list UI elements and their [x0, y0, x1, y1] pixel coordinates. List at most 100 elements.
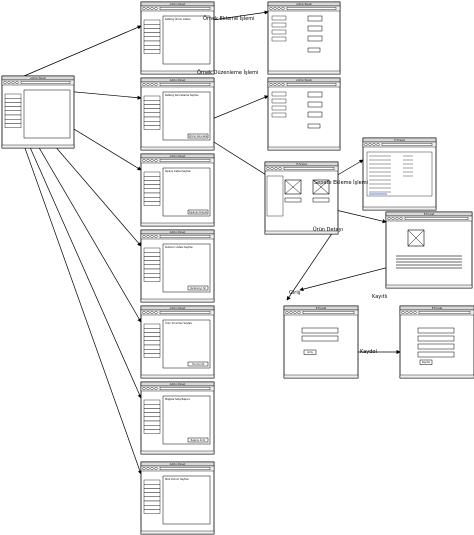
form-field[interactable]	[307, 25, 323, 32]
nav-icon[interactable]	[293, 311, 297, 315]
sidebar-item[interactable]	[143, 28, 161, 33]
nav-icon[interactable]	[146, 82, 150, 86]
sidebar-item[interactable]	[143, 19, 161, 25]
input-field[interactable]	[417, 327, 455, 334]
scrollbar[interactable]	[385, 284, 473, 289]
scrollbar[interactable]	[264, 230, 339, 235]
scrollbar[interactable]	[140, 530, 215, 535]
sidebar-item[interactable]	[143, 125, 161, 130]
scrollbar[interactable]	[140, 70, 215, 75]
nav-icon[interactable]	[376, 142, 380, 146]
sidebar-item[interactable]	[143, 120, 161, 126]
nav-icon[interactable]	[277, 82, 281, 86]
nav-icon[interactable]	[270, 166, 274, 170]
sidebar-item[interactable]	[143, 108, 161, 113]
nav-icon[interactable]	[150, 234, 154, 238]
sidebar-item[interactable]	[4, 106, 22, 111]
sidebar-item[interactable]	[143, 353, 161, 358]
nav-icon[interactable]	[142, 467, 146, 471]
sidebar-item[interactable]	[4, 114, 22, 120]
nav-icon[interactable]	[405, 311, 409, 315]
nav-icon[interactable]	[146, 234, 150, 238]
nav-icon[interactable]	[285, 311, 289, 315]
nav-icon[interactable]	[281, 6, 285, 10]
nav-icon[interactable]	[146, 311, 150, 315]
scrollbar[interactable]	[140, 298, 215, 303]
scrollbar[interactable]	[362, 206, 437, 211]
nav-icon[interactable]	[150, 467, 154, 471]
nav-icon[interactable]	[266, 166, 270, 170]
scrollbar[interactable]	[267, 70, 341, 75]
scrollbar[interactable]	[140, 450, 215, 455]
input-field[interactable]	[301, 327, 339, 334]
nav-icon[interactable]	[274, 166, 278, 170]
action-button[interactable]	[187, 437, 209, 443]
sidebar-item[interactable]	[143, 188, 161, 194]
submit-button[interactable]	[419, 359, 433, 365]
sidebar-item[interactable]	[143, 509, 161, 514]
nav-icon[interactable]	[364, 142, 368, 146]
nav-icon[interactable]	[269, 82, 273, 86]
address-bar[interactable]	[283, 166, 335, 170]
sidebar-item[interactable]	[143, 492, 161, 498]
sidebar-item[interactable]	[143, 344, 161, 350]
address-bar[interactable]	[20, 80, 71, 84]
sidebar-item[interactable]	[143, 277, 161, 282]
scrollbar[interactable]	[140, 146, 215, 151]
sidebar-item[interactable]	[4, 118, 22, 124]
nav-icon[interactable]	[281, 82, 285, 86]
nav-icon[interactable]	[150, 387, 154, 391]
nav-icon[interactable]	[269, 6, 273, 10]
sidebar-item[interactable]	[143, 416, 161, 422]
sidebar-item[interactable]	[143, 116, 161, 122]
sidebar-item[interactable]	[143, 412, 161, 418]
nav-icon[interactable]	[154, 234, 158, 238]
sidebar-item[interactable]	[143, 336, 161, 342]
action-button[interactable]	[187, 133, 209, 139]
action-button[interactable]	[187, 285, 209, 291]
sidebar-item[interactable]	[143, 196, 161, 202]
sidebar-item[interactable]	[143, 104, 161, 109]
sidebar-item[interactable]	[143, 340, 161, 346]
address-bar[interactable]	[159, 311, 211, 315]
nav-icon[interactable]	[297, 311, 301, 315]
sidebar-item[interactable]	[143, 256, 161, 261]
sidebar-item[interactable]	[143, 273, 161, 278]
sidebar-item[interactable]	[143, 171, 161, 177]
sidebar-item[interactable]	[4, 110, 22, 116]
nav-icon[interactable]	[391, 216, 395, 220]
sidebar-item[interactable]	[143, 399, 161, 405]
sidebar-item[interactable]	[143, 112, 161, 118]
nav-icon[interactable]	[273, 6, 277, 10]
sidebar-item[interactable]	[143, 484, 161, 489]
nav-icon[interactable]	[11, 80, 15, 84]
form-field[interactable]	[307, 111, 323, 118]
address-bar[interactable]	[302, 311, 355, 315]
scrollbar[interactable]	[1, 144, 75, 149]
sidebar-item[interactable]	[143, 408, 161, 413]
sidebar-item[interactable]	[143, 500, 161, 506]
scrollbar[interactable]	[140, 222, 215, 227]
input-field[interactable]	[417, 351, 455, 358]
address-bar[interactable]	[286, 82, 337, 86]
nav-icon[interactable]	[142, 158, 146, 162]
scrollbar[interactable]	[283, 374, 359, 379]
sidebar-item[interactable]	[143, 404, 161, 409]
action-button[interactable]	[187, 209, 209, 215]
nav-icon[interactable]	[7, 80, 11, 84]
sidebar-item[interactable]	[143, 505, 161, 510]
address-bar[interactable]	[381, 142, 433, 146]
nav-icon[interactable]	[368, 142, 372, 146]
nav-icon[interactable]	[150, 158, 154, 162]
sidebar-item[interactable]	[143, 496, 161, 502]
action-button[interactable]	[187, 361, 209, 367]
sidebar-item[interactable]	[143, 429, 161, 434]
sidebar-item[interactable]	[143, 349, 161, 354]
nav-icon[interactable]	[154, 82, 158, 86]
address-bar[interactable]	[404, 216, 469, 220]
address-bar[interactable]	[159, 234, 211, 238]
nav-icon[interactable]	[146, 6, 150, 10]
sidebar-item[interactable]	[143, 328, 161, 333]
add-to-cart-button[interactable]	[284, 197, 302, 203]
sidebar-item[interactable]	[143, 264, 161, 270]
